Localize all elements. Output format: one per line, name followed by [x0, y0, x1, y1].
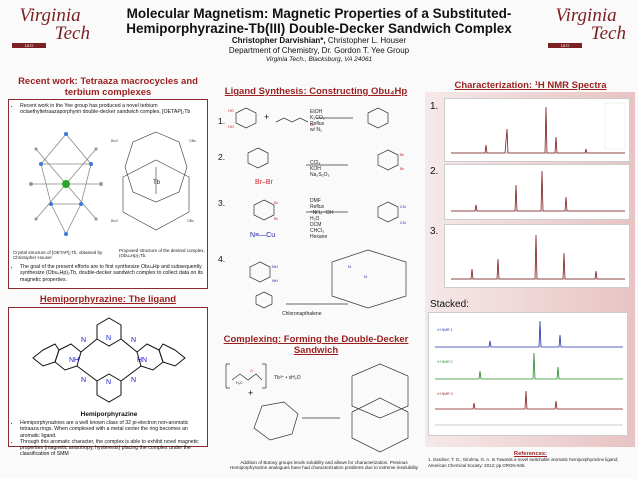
- svg-text:N: N: [106, 335, 111, 342]
- logo-year: 1872: [548, 43, 582, 48]
- svg-text:N: N: [81, 337, 86, 344]
- hemiporphyrazine-box: N N N N N N NH HN Hemiporphyrazine Hemiporph…: [8, 307, 208, 457]
- step-3-label: 3.: [218, 198, 226, 208]
- svg-text:OBu: OBu: [189, 139, 196, 143]
- svg-text:HN: HN: [137, 357, 147, 364]
- reference-1: 1. Gardner, T. G.; Girolma, G. A. In Tow…: [428, 457, 619, 468]
- svg-text:N: N: [81, 377, 86, 384]
- logo-year: 1872: [12, 43, 46, 48]
- svg-text:BuO: BuO: [111, 219, 118, 223]
- bullet-text: Through this aromatic character, the com…: [20, 439, 205, 458]
- step3-reagent: N≡—Cu: [250, 232, 276, 239]
- svg-text:CN: CN: [400, 220, 406, 225]
- svg-text:Br: Br: [400, 166, 405, 171]
- spectrum-3-label: 3.: [430, 226, 439, 237]
- svg-text:+: +: [264, 112, 269, 122]
- nmr-stacked-spectra: ¹H NMR 1 ¹H NMR 2 ¹H NMR 3: [428, 312, 628, 436]
- hemiporphyrazine-structure: N N N N N N NH HN: [32, 317, 186, 403]
- complexing-caption: Addition of Butoxy groups lends solubili…: [229, 460, 419, 471]
- step3-conditions: DMF Reflux ⁺NH₄ ⁻OH H₂O DCM CHCl₃ Hexane: [310, 198, 334, 240]
- logo-word2: Tech: [590, 23, 626, 44]
- svg-text:N: N: [106, 379, 111, 386]
- step2-reagent: Br–Br: [255, 179, 273, 186]
- recent-work-bullet2: The goal of the present efforts are to f…: [13, 264, 205, 283]
- spectrum-2-label: 2.: [430, 166, 439, 177]
- svg-text:Br: Br: [274, 200, 279, 205]
- svg-text:+: +: [248, 388, 253, 398]
- tb-reagent: Tb³⁺ • xH₂O: [274, 375, 301, 381]
- svg-text:N: N: [131, 337, 136, 344]
- svg-text:N: N: [131, 377, 136, 384]
- title-line2: Hemiporphyrazine-Tb(III) Double-Decker S…: [126, 21, 512, 36]
- svg-text:Br: Br: [274, 216, 279, 221]
- logo-word1: Virginia: [19, 5, 81, 26]
- crystal-caption: Crystal structure of [OETAP]₂Tb, obtaine…: [13, 250, 103, 261]
- bullet-text: Hemiporphyrazines are a well known class…: [20, 420, 205, 439]
- svg-text:NH: NH: [272, 264, 278, 269]
- references: References: 1. Gardner, T. G.; Girolma, …: [428, 451, 633, 468]
- svg-text:O: O: [250, 369, 253, 373]
- recent-work-bullet1: Recent work in the Yee group has produce…: [13, 103, 205, 116]
- stacked-trace-2-label: ¹H NMR 2: [437, 360, 453, 364]
- complexing-title-line2: Sandwich: [293, 345, 339, 356]
- recent-work-title: Recent work: Tetraaza macrocycles and te…: [8, 76, 208, 98]
- crystal-structure-image: [29, 132, 103, 236]
- author-rest: Christopher L. Houser: [325, 36, 407, 45]
- authors: Christopher Darvishian*, Christopher L. …: [100, 36, 538, 46]
- complexing-scheme: H₃C O +: [225, 363, 409, 453]
- svg-text:N: N: [348, 264, 351, 269]
- svg-text:H₃C: H₃C: [236, 381, 243, 385]
- step4-conditions: Chloronapthalene: [282, 311, 322, 317]
- step-2-label: 2.: [218, 152, 226, 162]
- ligand-synthesis-title: Ligand Synthesis: Constructing Obu₄Hp: [224, 86, 408, 97]
- svg-text:BuO: BuO: [111, 139, 118, 143]
- stacked-trace-1-label: ¹H NMR 1: [437, 328, 453, 332]
- complexing-title: Complexing: Forming the Double-Decker Sa…: [216, 334, 416, 356]
- virginia-tech-logo-left: Virginia Tech 1872: [4, 6, 96, 54]
- svg-text:CN: CN: [400, 204, 406, 209]
- spectrum-1-label: 1.: [430, 101, 439, 112]
- virginia-tech-logo-right: Virginia Tech 1872: [540, 6, 632, 54]
- svg-text:HO: HO: [228, 124, 234, 129]
- svg-text:NH: NH: [69, 357, 79, 364]
- svg-text:HO: HO: [228, 108, 234, 113]
- nmr-spectrum-2: [444, 164, 630, 220]
- department: Department of Chemistry, Dr. Gordon T. Y…: [228, 46, 410, 55]
- hemiporphyrazine-title: Hemiporphyrazine: The ligand: [39, 294, 177, 305]
- step-4-label: 4.: [218, 254, 226, 264]
- svg-text:Tb: Tb: [153, 180, 161, 186]
- nmr-spectrum-1: [444, 98, 630, 162]
- proposed-caption: Proposed structure of the desired comple…: [119, 248, 205, 259]
- recent-work-title-line1: Recent work: Tetraaza macrocycles and: [18, 76, 198, 87]
- hemiporphyrazine-bullets: Hemiporphyrazines are a well known class…: [13, 420, 205, 458]
- location: Virginia Tech., Blacksburg, VA 24061: [265, 56, 373, 63]
- author-bold: Christopher Darvishian*,: [231, 36, 326, 45]
- stacked-trace-3-label: ¹H NMR 3: [437, 392, 453, 396]
- svg-text:N: N: [364, 274, 367, 279]
- svg-text:NH: NH: [272, 278, 278, 283]
- stacked-label: Stacked:: [430, 299, 469, 310]
- step1-conditions: EtOH K₂CO₃ Reflux w/ N₂: [310, 109, 325, 133]
- title-line1: Molecular Magnetism: Magnetic Properties…: [126, 6, 512, 21]
- nmr-spectrum-3: [444, 224, 630, 288]
- hemiporphyrazine-name: Hemiporphyrazine: [80, 411, 138, 418]
- references-heading: References:: [513, 451, 548, 457]
- step-1-label: 1.: [218, 116, 226, 126]
- complexing-title-line1: Complexing: Forming the Double-Decker: [223, 334, 409, 345]
- recent-work-box: Recent work in the Yee group has produce…: [8, 99, 208, 289]
- bullet-text: Recent work in the Yee group has produce…: [20, 103, 205, 116]
- characterization-title: Characterization: ¹H NMR Spectra: [454, 80, 607, 91]
- svg-text:OBu: OBu: [187, 219, 194, 223]
- svg-text:Br: Br: [400, 152, 405, 157]
- bullet-text: The goal of the present efforts are to f…: [20, 264, 205, 283]
- logo-word1: Virginia: [555, 5, 617, 26]
- svg-text:Br: Br: [310, 122, 315, 127]
- recent-work-title-line2: terbium complexes: [64, 87, 152, 98]
- step2-conditions: CCl₄ KOH Na₂S₂O₃: [310, 160, 330, 178]
- logo-word2: Tech: [54, 23, 90, 44]
- poster-header: Molecular Magnetism: Magnetic Properties…: [100, 6, 538, 64]
